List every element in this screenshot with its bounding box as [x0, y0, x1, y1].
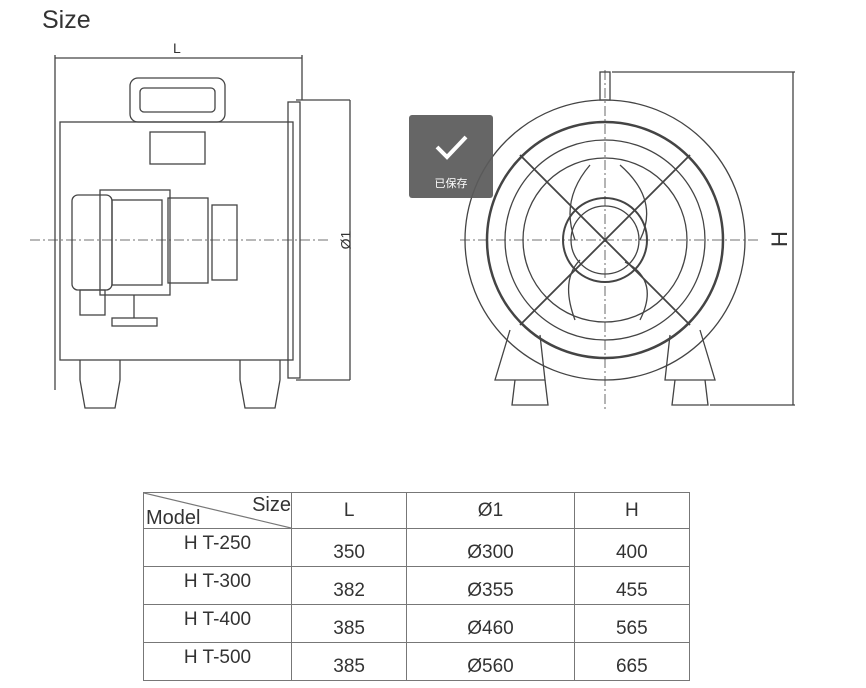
h-cell: 455 — [573, 566, 691, 605]
diameter-cell: Ø560 — [406, 642, 575, 681]
header-diameter: Ø1 — [406, 492, 575, 529]
header-l: L — [290, 492, 408, 529]
length-label: L — [173, 40, 181, 56]
model-cell: H T-500 — [143, 642, 292, 681]
model-cell: H T-300 — [143, 566, 292, 605]
table-row: H T-250 350 Ø300 400 — [143, 528, 691, 567]
l-cell: 385 — [290, 642, 408, 681]
h-cell: 665 — [573, 642, 691, 681]
side-view — [30, 55, 351, 409]
l-cell: 385 — [290, 604, 408, 643]
saved-label: 已保存 — [434, 178, 468, 190]
table-row: H T-400 385 Ø460 565 — [143, 604, 691, 643]
l-cell: 382 — [290, 566, 408, 605]
size-header: Size — [252, 494, 291, 516]
check-icon — [435, 135, 468, 160]
table-header-row: Size Model L Ø1 H — [143, 492, 691, 529]
table-row: H T-500 385 Ø560 665 — [143, 642, 691, 681]
front-view — [460, 70, 795, 410]
diameter-cell: Ø355 — [406, 566, 575, 605]
fan-technical-drawing — [30, 55, 795, 410]
diameter-cell: Ø460 — [406, 604, 575, 643]
diameter-cell: Ø300 — [406, 528, 575, 567]
table-row: H T-300 382 Ø355 455 — [143, 566, 691, 605]
size-table: Size Model L Ø1 H H T-250 350 Ø300 400 H… — [143, 492, 691, 681]
h-cell: 400 — [573, 528, 691, 567]
h-cell: 565 — [573, 604, 691, 643]
section-title: Size — [42, 6, 91, 34]
height-label: H — [766, 231, 792, 247]
model-header: Model — [146, 507, 201, 529]
model-cell: H T-400 — [143, 604, 292, 643]
model-cell: H T-250 — [143, 528, 292, 567]
saved-toast: 已保存 — [409, 115, 493, 198]
header-h: H — [573, 492, 691, 529]
l-cell: 350 — [290, 528, 408, 567]
diameter-label: Ø1 — [337, 230, 354, 250]
corner-header-cell: Size Model — [143, 492, 292, 529]
